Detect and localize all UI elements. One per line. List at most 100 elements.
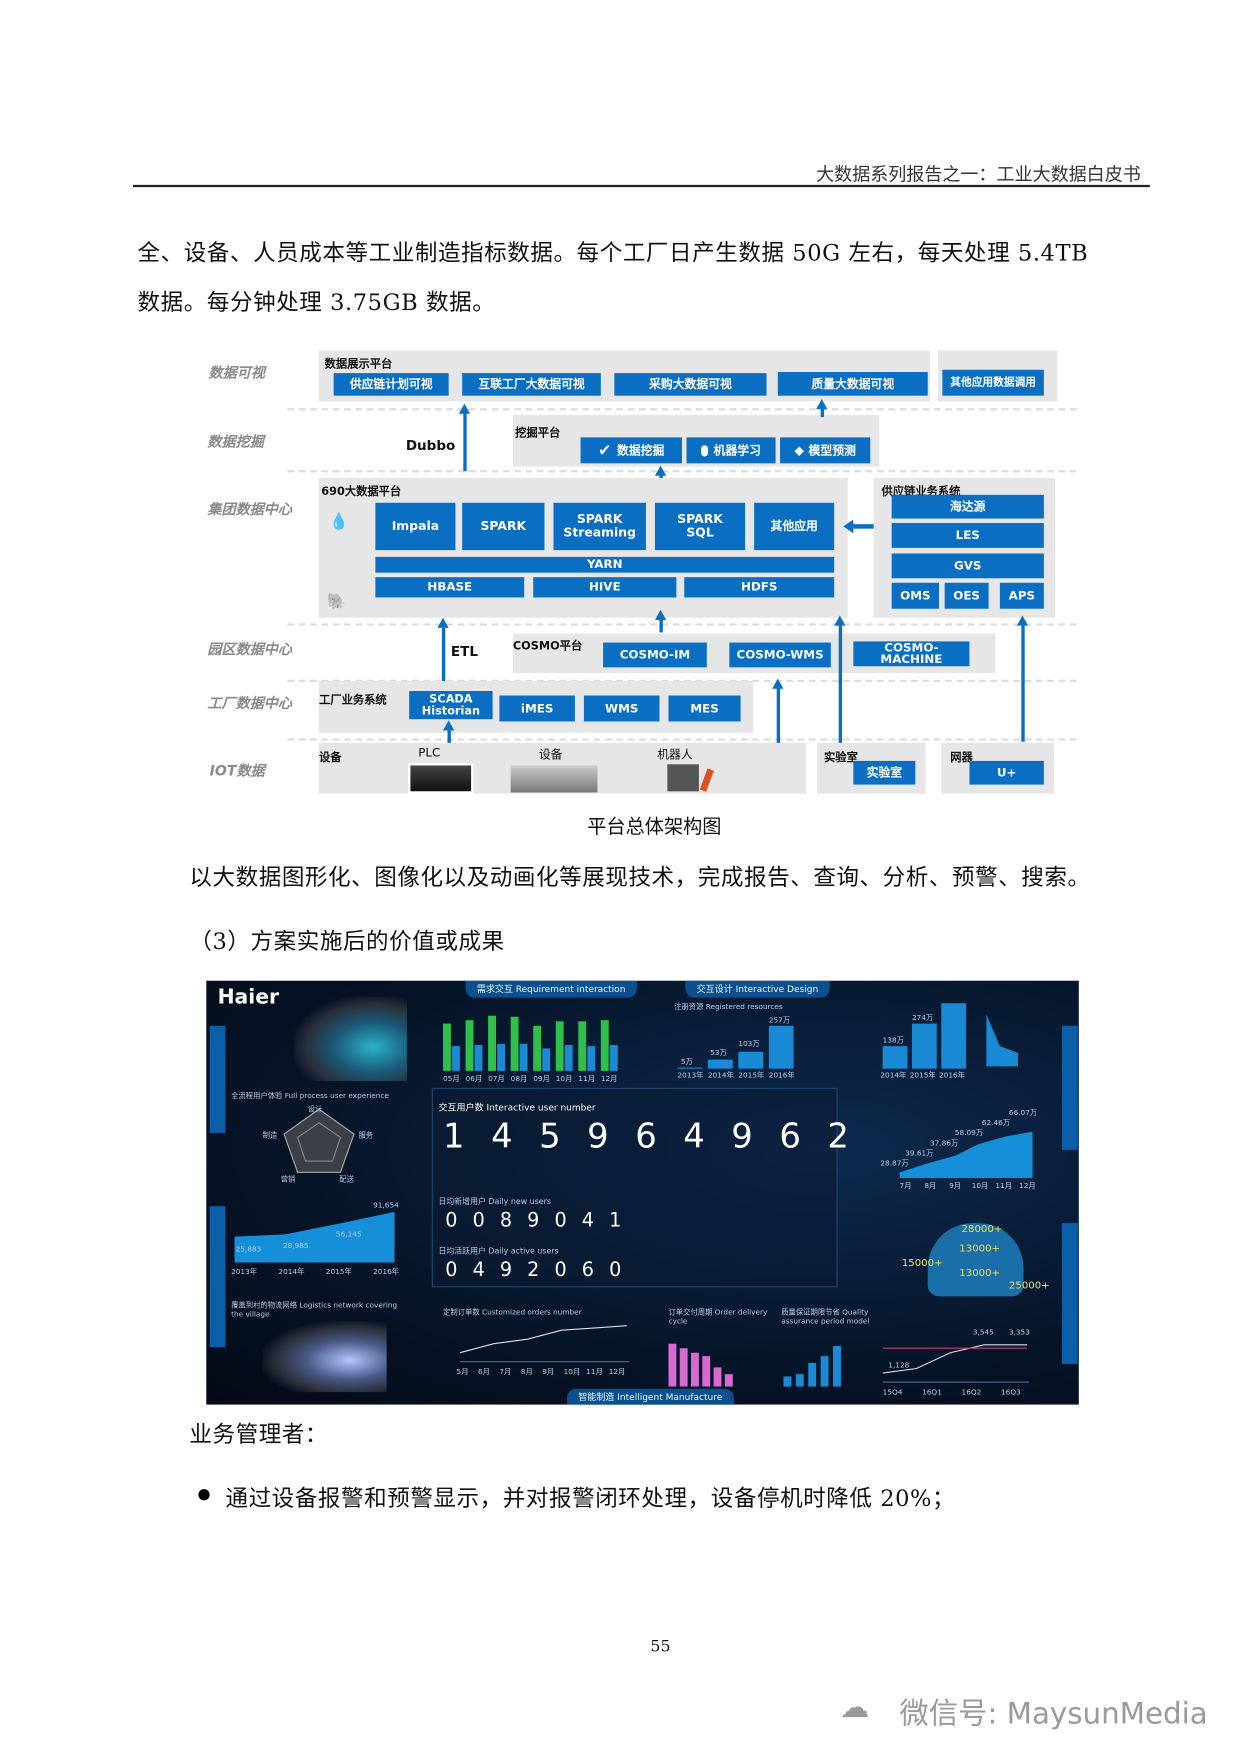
bar [833, 1345, 841, 1387]
area-label: 56,145 [335, 1229, 362, 1239]
bar [555, 1021, 564, 1071]
circle-value: 13000+ [959, 1243, 1001, 1255]
users-year-label: 2015年 [909, 1070, 936, 1080]
factory-item: SCADA Historian [409, 691, 493, 720]
req-month-label: 07月 [488, 1074, 505, 1084]
database-icon [701, 444, 708, 456]
china-map [294, 996, 407, 1082]
area-year-label: 2013年 [231, 1267, 258, 1277]
orders-month-label: 12月 [608, 1367, 626, 1377]
factory-item: WMS [583, 695, 660, 722]
area-label: 39.61万 [905, 1148, 934, 1158]
bar [587, 1045, 596, 1071]
mining-item: 机器学习 [686, 437, 776, 464]
orders-month-label: 8月 [520, 1367, 533, 1377]
bullet-icon [198, 1489, 210, 1501]
req-month-label: 08月 [510, 1074, 528, 1084]
plc-image [408, 763, 474, 794]
resources-value-label: 53万 [710, 1048, 727, 1058]
circle-value: 15000+ [901, 1258, 943, 1270]
layer-divider [287, 408, 1077, 411]
resources-year-label: 2016年 [768, 1070, 795, 1080]
bar [795, 1373, 804, 1387]
bar [783, 1375, 792, 1387]
orders-month-label: 11月 [586, 1367, 603, 1377]
radar-label: 设计 [307, 1104, 323, 1114]
bar [941, 1003, 967, 1069]
layer-label: IOT数据 [209, 762, 265, 779]
req-month-label: 12月 [600, 1074, 618, 1084]
bar [738, 1051, 764, 1069]
area-month-label: 10月 [971, 1181, 989, 1191]
area-label: 62.46万 [981, 1118, 1011, 1128]
paragraph-line: 数据。每分钟处理 3.75GB 数据。 [137, 288, 496, 316]
side-tab [209, 1206, 226, 1348]
iot-item-label: 机器人 [657, 748, 693, 763]
watermark: 微信号: MaysunMedia [899, 1697, 1208, 1732]
display-item: 供应链计划可视 [333, 373, 449, 396]
layer-label: 园区数据中心 [207, 640, 292, 658]
bar [443, 1022, 451, 1071]
net-device-title: 网器 [950, 751, 973, 765]
left-area-chart [234, 1211, 395, 1263]
compute-tile: 其他应用 [754, 502, 835, 551]
resources-value-label: 257万 [768, 1015, 791, 1025]
lab-item: 实验室 [853, 760, 916, 785]
daily-new-label: 日均新增用户 Daily new users [438, 1197, 551, 1207]
other-app-item: 其他应用数据调用 [942, 369, 1044, 396]
managers-heading: 业务管理者： [189, 1420, 329, 1448]
bar [452, 1045, 460, 1071]
arrow-left [853, 524, 874, 529]
tab-interactive-design: 交互设计 Interactive Design [685, 980, 830, 998]
req-month-label: 10月 [555, 1074, 573, 1084]
lab-title: 实验室 [824, 751, 858, 765]
bullet-text: 通过设备报警和预警显示，并对报警闭环处理，设备停机时降低 20%； [225, 1484, 956, 1512]
delivery-title: 订单交付周期 Order delivery cycle [668, 1307, 768, 1326]
resources-title: 注册资源 Registered resources [674, 1002, 783, 1012]
mining-item: ✔数据挖掘 [580, 437, 682, 464]
bar [542, 1048, 551, 1071]
mining-item-label: 模型预测 [808, 443, 856, 458]
req-month-label: 09月 [533, 1074, 550, 1084]
mining-item-label: 数据挖掘 [617, 443, 665, 458]
mining-item-label: 机器学习 [713, 443, 761, 458]
users-value-label: 138万 [882, 1035, 904, 1045]
users-year-label: 2014年 [880, 1070, 907, 1080]
area-month-label: 12月 [1019, 1181, 1036, 1191]
area-label: 28,985 [282, 1241, 309, 1251]
bar [702, 1356, 711, 1387]
supply-item: 海达源 [891, 494, 1044, 519]
line-label: 3,353 [1008, 1327, 1030, 1337]
bar [882, 1046, 908, 1069]
side-tab [1061, 1223, 1078, 1364]
orders-month-label: 10月 [563, 1367, 581, 1377]
area-label: 66.07万 [1008, 1108, 1038, 1118]
user-number-panel [431, 1087, 838, 1288]
req-month-label: 06月 [465, 1074, 483, 1084]
paragraph-line: 以大数据图形化、图像化以及动画化等展现技术，完成报告、查询、分析、预警、搜索。 [189, 863, 1091, 891]
iot-device-title: 设备 [319, 751, 342, 765]
quality-bar-chart [783, 1344, 845, 1387]
supply-small-item: APS [999, 582, 1044, 609]
radar-chart [283, 1108, 355, 1173]
cosmo-platform-title: COSMO平台 [512, 640, 583, 653]
iot-item-label: PLC [418, 746, 441, 760]
bar [713, 1367, 722, 1387]
bigdata-platform-title: 690大数据平台 [321, 485, 402, 499]
delivery-bar-chart [668, 1343, 736, 1387]
resources-year-label: 2015年 [738, 1070, 765, 1080]
logistics-map [262, 1321, 387, 1393]
bar [578, 1021, 587, 1071]
dashboard-image: Haier 需求交互 Requirement interaction 交互设计 … [206, 980, 1079, 1405]
req-month-label: 11月 [578, 1074, 595, 1084]
cosmo-item: COSMO-WMS [729, 642, 831, 668]
area-month-label: 8月 [924, 1181, 937, 1191]
arrow-up [458, 403, 471, 472]
double-arrow [772, 678, 784, 754]
line-label: 1,128 [888, 1360, 910, 1370]
yarn-bar: YARN [375, 556, 835, 573]
iot-item-label: 设备 [538, 748, 563, 763]
storage-tile: HIVE [533, 577, 677, 598]
circle-diagram [927, 1223, 1024, 1297]
section-heading: （3）方案实施后的价值或成果 [189, 927, 505, 955]
